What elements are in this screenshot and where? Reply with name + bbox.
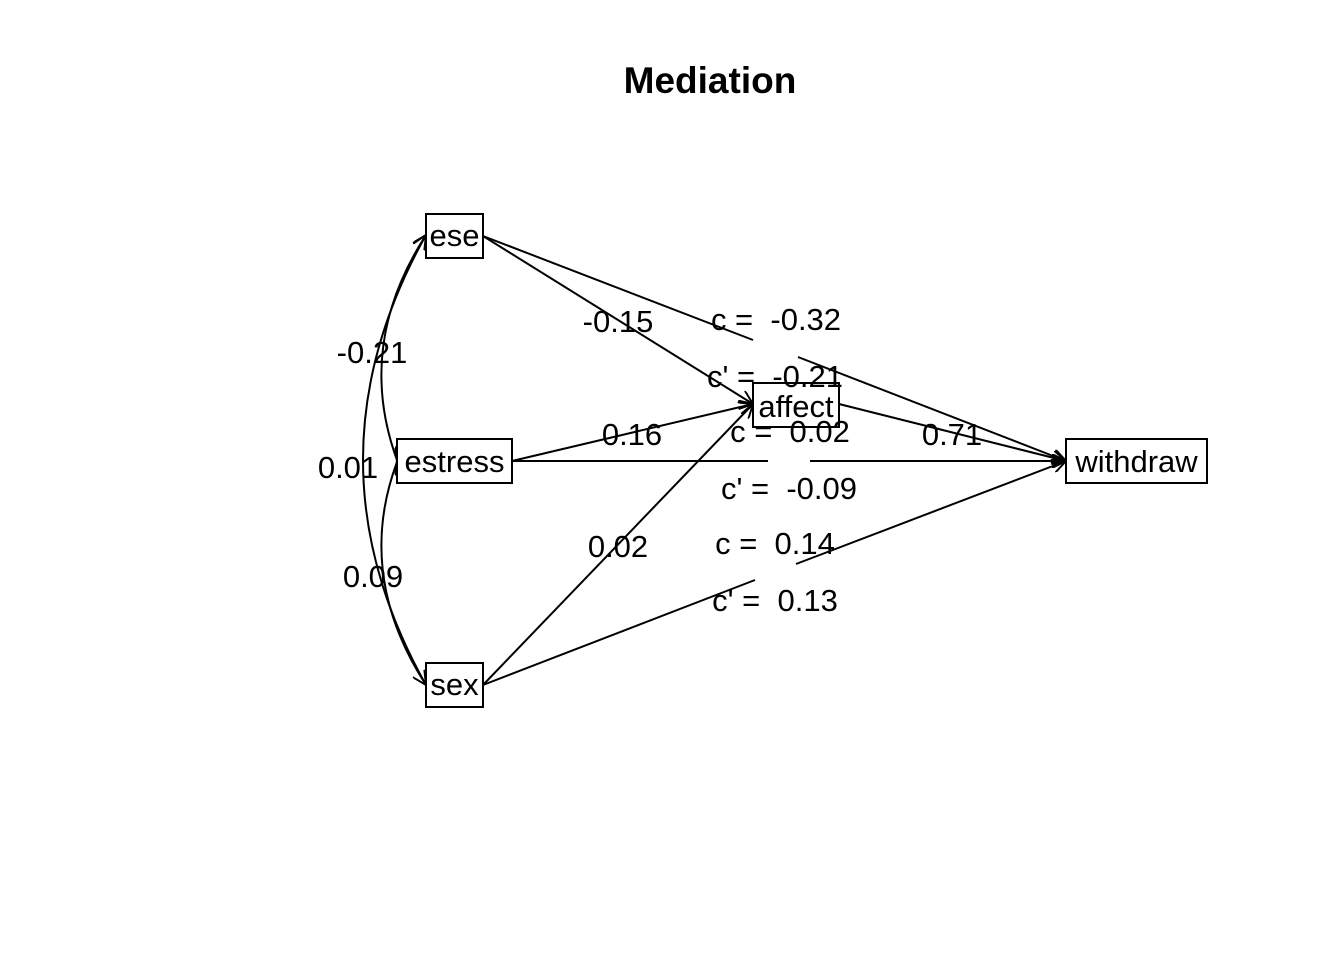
- edge-sex-affect: [482, 404, 753, 686]
- node-estress: estress: [396, 438, 513, 484]
- direct-label-sex-c: c = 0.14: [715, 526, 835, 561]
- direct-paths: [482, 235, 1066, 686]
- path-label-affect-withdraw: 0.71: [922, 417, 982, 452]
- direct-label-sex-cprime: c' = 0.13: [712, 583, 838, 618]
- correlation-curves: [362, 235, 426, 685]
- direct-label-ese-cprime: c' = -0.21: [707, 359, 843, 394]
- direct-label-estress-c: c = 0.02: [730, 414, 850, 449]
- path-label-sex-affect: 0.02: [588, 529, 648, 564]
- node-label-sex: sex: [430, 667, 479, 702]
- node-affect: affect: [752, 382, 840, 428]
- edge-ese-withdraw-a: [482, 235, 754, 341]
- edge-ese-affect: [482, 235, 753, 404]
- direct-label-ese-c: c = -0.32: [711, 302, 841, 337]
- node-sex: sex: [425, 662, 484, 708]
- edge-sex-withdraw-a: [482, 579, 756, 686]
- path-label-ese-affect: -0.15: [583, 304, 654, 339]
- path-label-estress-affect: 0.16: [602, 417, 662, 452]
- paths-to-affect: [482, 235, 753, 686]
- node-label-estress: estress: [405, 444, 505, 479]
- corr-label-ese-sex: 0.01: [318, 450, 378, 485]
- node-label-withdraw: withdraw: [1074, 444, 1198, 479]
- edge-ese-withdraw-b: [797, 356, 1066, 461]
- corr-label-ese-estress: -0.21: [337, 335, 408, 370]
- node-ese: ese: [425, 213, 484, 259]
- node-withdraw: withdraw: [1065, 438, 1208, 484]
- edge-affect-withdraw: [838, 403, 1066, 461]
- corr-curve-estress-sex: [380, 462, 426, 685]
- corr-label-estress-sex: 0.09: [343, 559, 403, 594]
- edge-estress-affect: [511, 404, 753, 462]
- direct-label-estress-cprime: c' = -0.09: [721, 471, 857, 506]
- node-label-ese: ese: [430, 218, 480, 253]
- node-label-affect: affect: [758, 389, 834, 424]
- diagram-title: Mediation: [624, 60, 797, 101]
- corr-curve-ese-estress: [380, 235, 426, 460]
- edge-sex-withdraw-b: [795, 461, 1066, 565]
